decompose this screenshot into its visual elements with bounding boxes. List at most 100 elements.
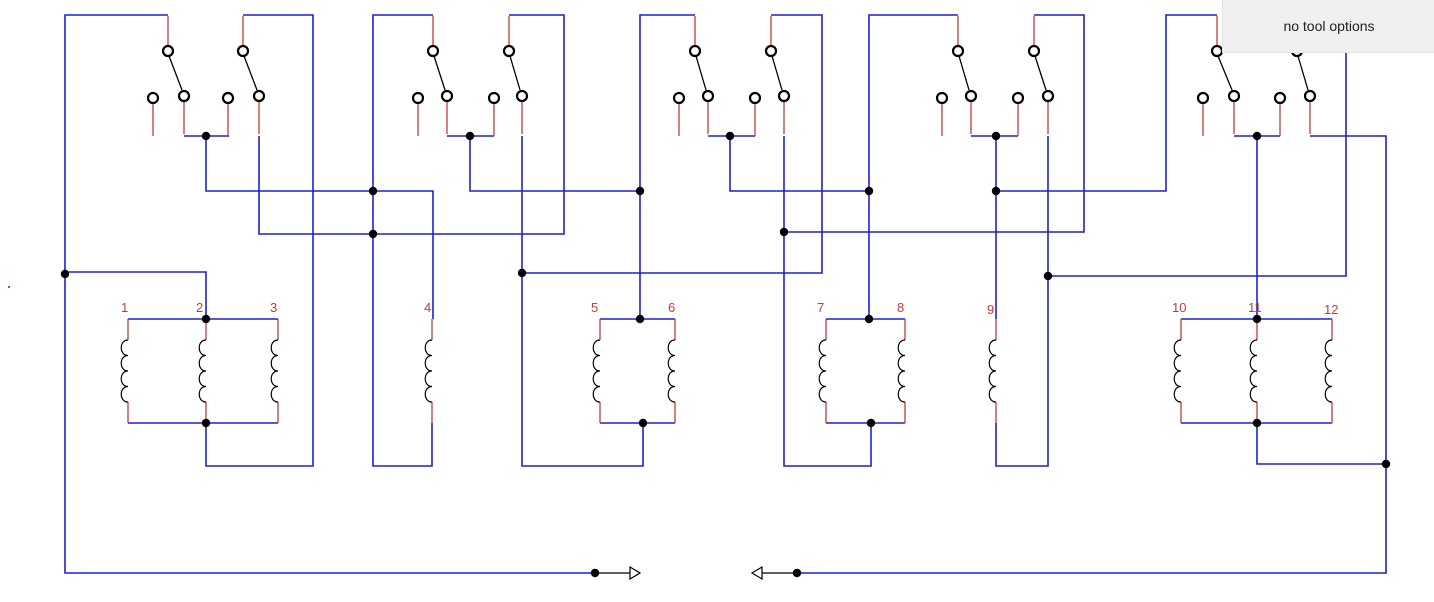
inductor-coil	[897, 339, 906, 403]
tool-options-text: no tool options	[1283, 18, 1375, 34]
wire	[64, 272, 595, 574]
switch-blade	[1217, 55, 1233, 91]
switch-contact	[161, 44, 175, 58]
wire	[995, 136, 1049, 467]
switch-blade	[771, 55, 783, 91]
inductor-coil	[667, 339, 676, 403]
junction-dot	[60, 269, 70, 279]
switch-contact	[688, 44, 702, 58]
junction-dot	[201, 418, 211, 428]
junction-dot	[1252, 131, 1262, 141]
junction-dot	[866, 418, 876, 428]
junction-dot	[638, 418, 648, 428]
switch-contact	[1041, 89, 1055, 103]
input-arrow-icon	[750, 565, 763, 581]
junction-dot	[864, 314, 874, 324]
coil-label-layer: 1 2 3 4 5 6 7 8 9 10 11 12	[121, 300, 1338, 317]
inductor-coil	[818, 339, 827, 403]
coil-label-5: 5	[591, 300, 598, 315]
switch-contact	[221, 91, 235, 105]
switch-contact	[964, 89, 978, 103]
output-arrow-icon	[629, 565, 642, 581]
wire	[65, 271, 207, 319]
switch-contact	[487, 91, 501, 105]
switch-contact	[672, 91, 686, 105]
coil-label-8: 8	[897, 300, 904, 315]
wire	[521, 136, 644, 467]
switch-blade	[1034, 55, 1047, 91]
switch-contact	[1227, 89, 1241, 103]
switch-contact	[1027, 44, 1041, 58]
wire	[783, 136, 872, 467]
switch-contact	[177, 89, 191, 103]
junction-dot	[465, 131, 475, 141]
switch-contact	[1303, 89, 1317, 103]
junction-dot	[635, 186, 645, 196]
switch-contact	[701, 89, 715, 103]
switch-contact	[951, 44, 965, 58]
switch-contact	[1273, 91, 1287, 105]
tool-options-panel: no tool options	[1222, 0, 1434, 53]
inductor-coil	[198, 339, 207, 403]
junction-dot	[1043, 271, 1053, 281]
junction-dot	[991, 186, 1001, 196]
coil-label-7: 7	[817, 300, 824, 315]
switch-contact	[1196, 91, 1210, 105]
junction-dot	[779, 227, 789, 237]
coil-label-10: 10	[1172, 300, 1186, 315]
switch-contact	[440, 89, 454, 103]
wire	[784, 14, 1085, 233]
junction-dot	[201, 314, 211, 324]
junction-dot	[1381, 459, 1391, 469]
coil-layer	[120, 339, 1333, 403]
switch-contact	[146, 91, 160, 105]
wire	[64, 14, 168, 272]
switch-contact	[1210, 44, 1224, 58]
wire	[469, 136, 641, 319]
inductor-coil	[270, 339, 279, 403]
junction-dot	[991, 131, 1001, 141]
wire	[1256, 423, 1386, 465]
switch-contact	[502, 44, 516, 58]
switch-blade	[695, 55, 707, 91]
switch-contact	[1011, 91, 1025, 105]
switch-blade	[509, 55, 521, 91]
coil-label-12: 12	[1324, 302, 1338, 317]
switch-contact	[777, 89, 791, 103]
switch-contact	[748, 91, 762, 105]
switch-contact	[252, 89, 266, 103]
wire	[205, 136, 434, 319]
wire	[797, 135, 1387, 574]
switch-contact	[236, 44, 250, 58]
junction-layer	[60, 131, 1391, 578]
coil-label-4: 4	[424, 300, 431, 315]
inductor-coil	[1324, 339, 1333, 403]
junction-dot	[201, 131, 211, 141]
switch-blade	[958, 55, 970, 91]
junction-dot	[368, 186, 378, 196]
switch-contact	[426, 44, 440, 58]
junction-dot	[864, 186, 874, 196]
junction-dot	[1252, 314, 1262, 324]
coil-label-2: 2	[196, 300, 203, 315]
junction-dot	[635, 314, 645, 324]
switch-contact	[935, 91, 949, 105]
switch-blade	[1297, 55, 1309, 91]
wire	[372, 14, 433, 467]
coil-label-11: 11	[1248, 300, 1262, 315]
switch-blade	[168, 55, 183, 91]
wire	[639, 14, 695, 191]
switch-blade	[433, 55, 446, 91]
inductor-coil	[120, 339, 129, 403]
wire	[996, 14, 1217, 192]
switch-layer	[146, 44, 1317, 105]
switch-contact	[764, 44, 778, 58]
inductor-coil	[1249, 339, 1258, 403]
wire	[258, 14, 565, 235]
wire	[729, 136, 870, 319]
switch-blade	[243, 55, 258, 91]
coil-label-9: 9	[987, 302, 994, 317]
wire	[522, 14, 823, 274]
stray-dot	[8, 286, 10, 288]
